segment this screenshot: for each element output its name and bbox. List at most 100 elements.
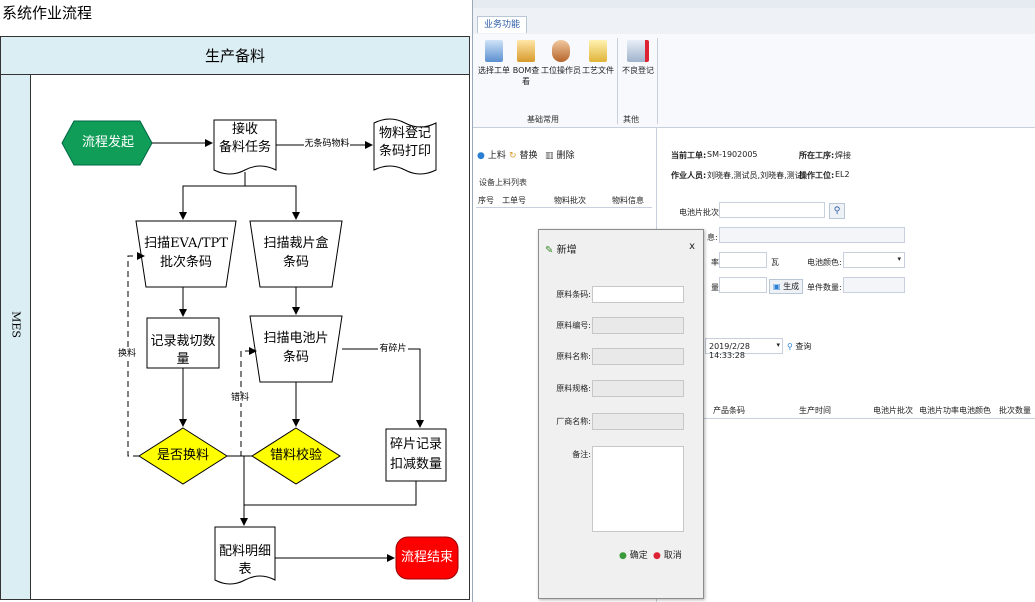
bom-icon bbox=[517, 40, 535, 62]
mes-app-window: 业务功能 选择工单 BOM查看 工位操作员 工艺文件 不良登记 基础常用 其他 … bbox=[472, 0, 1035, 602]
col-index[interactable]: 序号 bbox=[478, 196, 494, 205]
query-button[interactable]: ⚲ 查询 bbox=[787, 342, 812, 351]
material-register-label-1: 物料登记 bbox=[378, 126, 431, 141]
remark-row: 备注: bbox=[539, 446, 703, 463]
bom-view-button[interactable]: BOM查看 bbox=[509, 40, 543, 87]
fragment-record-label-2: 扣减数量 bbox=[389, 457, 442, 472]
info-label: 息: bbox=[707, 233, 718, 242]
add-icon: ✎ bbox=[545, 245, 554, 256]
col-work-order[interactable]: 工单号 bbox=[502, 196, 526, 205]
col-batch-qty[interactable]: 批次数量 bbox=[999, 406, 1031, 415]
scan-box-label-2: 条码 bbox=[282, 255, 309, 270]
col-production-time[interactable]: 生产时间 bbox=[799, 406, 831, 415]
operator-label: 作业人员: bbox=[671, 171, 707, 180]
tab-business[interactable]: 业务功能 bbox=[477, 16, 528, 33]
swimlane-area bbox=[31, 75, 470, 600]
load-button[interactable]: ●上料 bbox=[477, 151, 506, 161]
swimlane-side bbox=[0, 75, 31, 600]
process-file-button[interactable]: 工艺文件 bbox=[581, 40, 615, 76]
scan-cell-label-2: 条码 bbox=[282, 350, 309, 365]
receive-task-node bbox=[213, 119, 277, 175]
station-label: 操作工位: bbox=[799, 171, 835, 180]
start-label: 流程发起 bbox=[81, 135, 134, 150]
close-icon[interactable]: x bbox=[689, 241, 695, 252]
rate-label: 率: bbox=[711, 258, 722, 267]
raw-barcode-label: 原料条码: bbox=[556, 290, 591, 299]
receive-task-label-1: 接收 bbox=[231, 122, 258, 137]
qty-input[interactable] bbox=[719, 277, 767, 293]
datetime-value: 2019/2/28 14:33:28 bbox=[709, 342, 751, 360]
raw-barcode-row: 原料条码: bbox=[539, 286, 703, 303]
system-flow-title: 系统作业流程 bbox=[2, 4, 93, 22]
datetime-picker[interactable]: 2019/2/28 14:33:28 ▾ bbox=[705, 338, 783, 360]
lane-title: 生产备料 bbox=[0, 36, 470, 75]
material-register-label-2: 条码打印 bbox=[378, 144, 431, 159]
raw-spec-row: 原料规格: bbox=[539, 380, 703, 397]
edge-label-fragment: 有碎片 bbox=[378, 344, 408, 354]
ok-button[interactable]: ● 确定 bbox=[619, 551, 648, 561]
chevron-down-icon: ▾ bbox=[897, 255, 901, 263]
add-material-dialog: ✎ 新增 x 原料条码: 原料编号: 原料名称: 原料规格: 厂商名称: 备注:… bbox=[538, 229, 704, 599]
select-work-order-button[interactable]: 选择工单 bbox=[477, 40, 511, 76]
cell-batch-input[interactable] bbox=[719, 202, 825, 218]
group-label-other: 其他 bbox=[623, 115, 639, 124]
raw-name-label: 原料名称: bbox=[556, 352, 591, 361]
material-register-node bbox=[373, 118, 437, 175]
fragment-record-node bbox=[385, 428, 447, 482]
process-label: 所在工序: bbox=[799, 151, 835, 160]
operator-icon bbox=[552, 40, 570, 62]
flowchart-shapes bbox=[61, 118, 459, 585]
trash-icon: ▥ bbox=[545, 151, 554, 161]
loading-grid-header: 序号 工单号 物料批次 物料信息 bbox=[476, 193, 652, 208]
info-field bbox=[719, 227, 905, 243]
ribbon-separator-2 bbox=[657, 38, 658, 124]
raw-barcode-input[interactable] bbox=[592, 286, 684, 303]
edge-label-wrong: 错料 bbox=[229, 393, 251, 403]
start-node bbox=[61, 120, 153, 166]
chevron-down-icon: ▾ bbox=[776, 341, 780, 349]
search-icon: ⚲ bbox=[787, 342, 793, 351]
vendor-field bbox=[592, 413, 684, 430]
receive-task-label-2: 备料任务 bbox=[218, 140, 271, 155]
raw-spec-label: 原料规格: bbox=[556, 384, 591, 393]
work-order-label: 当前工单: bbox=[671, 151, 707, 160]
station-operator-button[interactable]: 工位操作员 bbox=[541, 40, 581, 76]
raw-name-row: 原料名称: bbox=[539, 348, 703, 365]
qty-label: 量: bbox=[711, 283, 722, 292]
raw-code-field bbox=[592, 317, 684, 334]
col-cell-color[interactable]: 电池颜色 bbox=[959, 406, 991, 415]
col-material-info[interactable]: 物料信息 bbox=[612, 196, 644, 205]
search-icon[interactable]: ⚲ bbox=[829, 203, 845, 219]
product-grid-header bbox=[697, 398, 1035, 419]
scan-cell-label-1: 扫描电池片 bbox=[263, 331, 329, 346]
detail-table-label: 配料明细表 bbox=[218, 544, 271, 577]
power-input[interactable] bbox=[719, 252, 767, 268]
replace-icon: ↻ bbox=[509, 151, 517, 161]
generate-button[interactable]: ▣ 生成 bbox=[769, 279, 804, 294]
scan-box-label-1: 扫描裁片盒 bbox=[263, 236, 329, 251]
replace-button[interactable]: ↻替换 bbox=[509, 151, 538, 161]
col-material-batch[interactable]: 物料批次 bbox=[554, 196, 586, 205]
end-label: 流程结束 bbox=[400, 550, 453, 565]
remark-textarea[interactable] bbox=[592, 446, 684, 532]
scan-eva-label-1: 扫描EVA/TPT bbox=[144, 236, 228, 251]
operator-value: 刘晓春,测试员,刘晓春,测试 bbox=[707, 171, 803, 180]
raw-name-field bbox=[592, 348, 684, 365]
work-order-value: SM-1902005 bbox=[707, 150, 758, 159]
change-decision-node bbox=[138, 427, 228, 485]
file-icon bbox=[589, 40, 607, 62]
raw-code-label: 原料编号: bbox=[556, 321, 591, 330]
change-decision-label: 是否换料 bbox=[156, 448, 209, 463]
station-value: EL2 bbox=[835, 170, 850, 179]
scan-box-node bbox=[249, 220, 343, 288]
delete-button[interactable]: ▥删除 bbox=[545, 151, 575, 161]
flowchart-panel: 系统作业流程 生产备料 MES bbox=[0, 0, 470, 602]
work-order-icon bbox=[485, 40, 503, 62]
color-select[interactable]: ▾ bbox=[843, 252, 905, 268]
defect-register-button[interactable]: 不良登记 bbox=[621, 40, 655, 76]
col-cell-power[interactable]: 电池片功率 bbox=[919, 406, 959, 415]
col-product-barcode[interactable]: 产品条码 bbox=[713, 406, 745, 415]
col-cell-batch[interactable]: 电池片批次 bbox=[873, 406, 913, 415]
cancel-button[interactable]: ● 取消 bbox=[653, 551, 682, 561]
error-check-label: 错料校验 bbox=[269, 448, 322, 463]
